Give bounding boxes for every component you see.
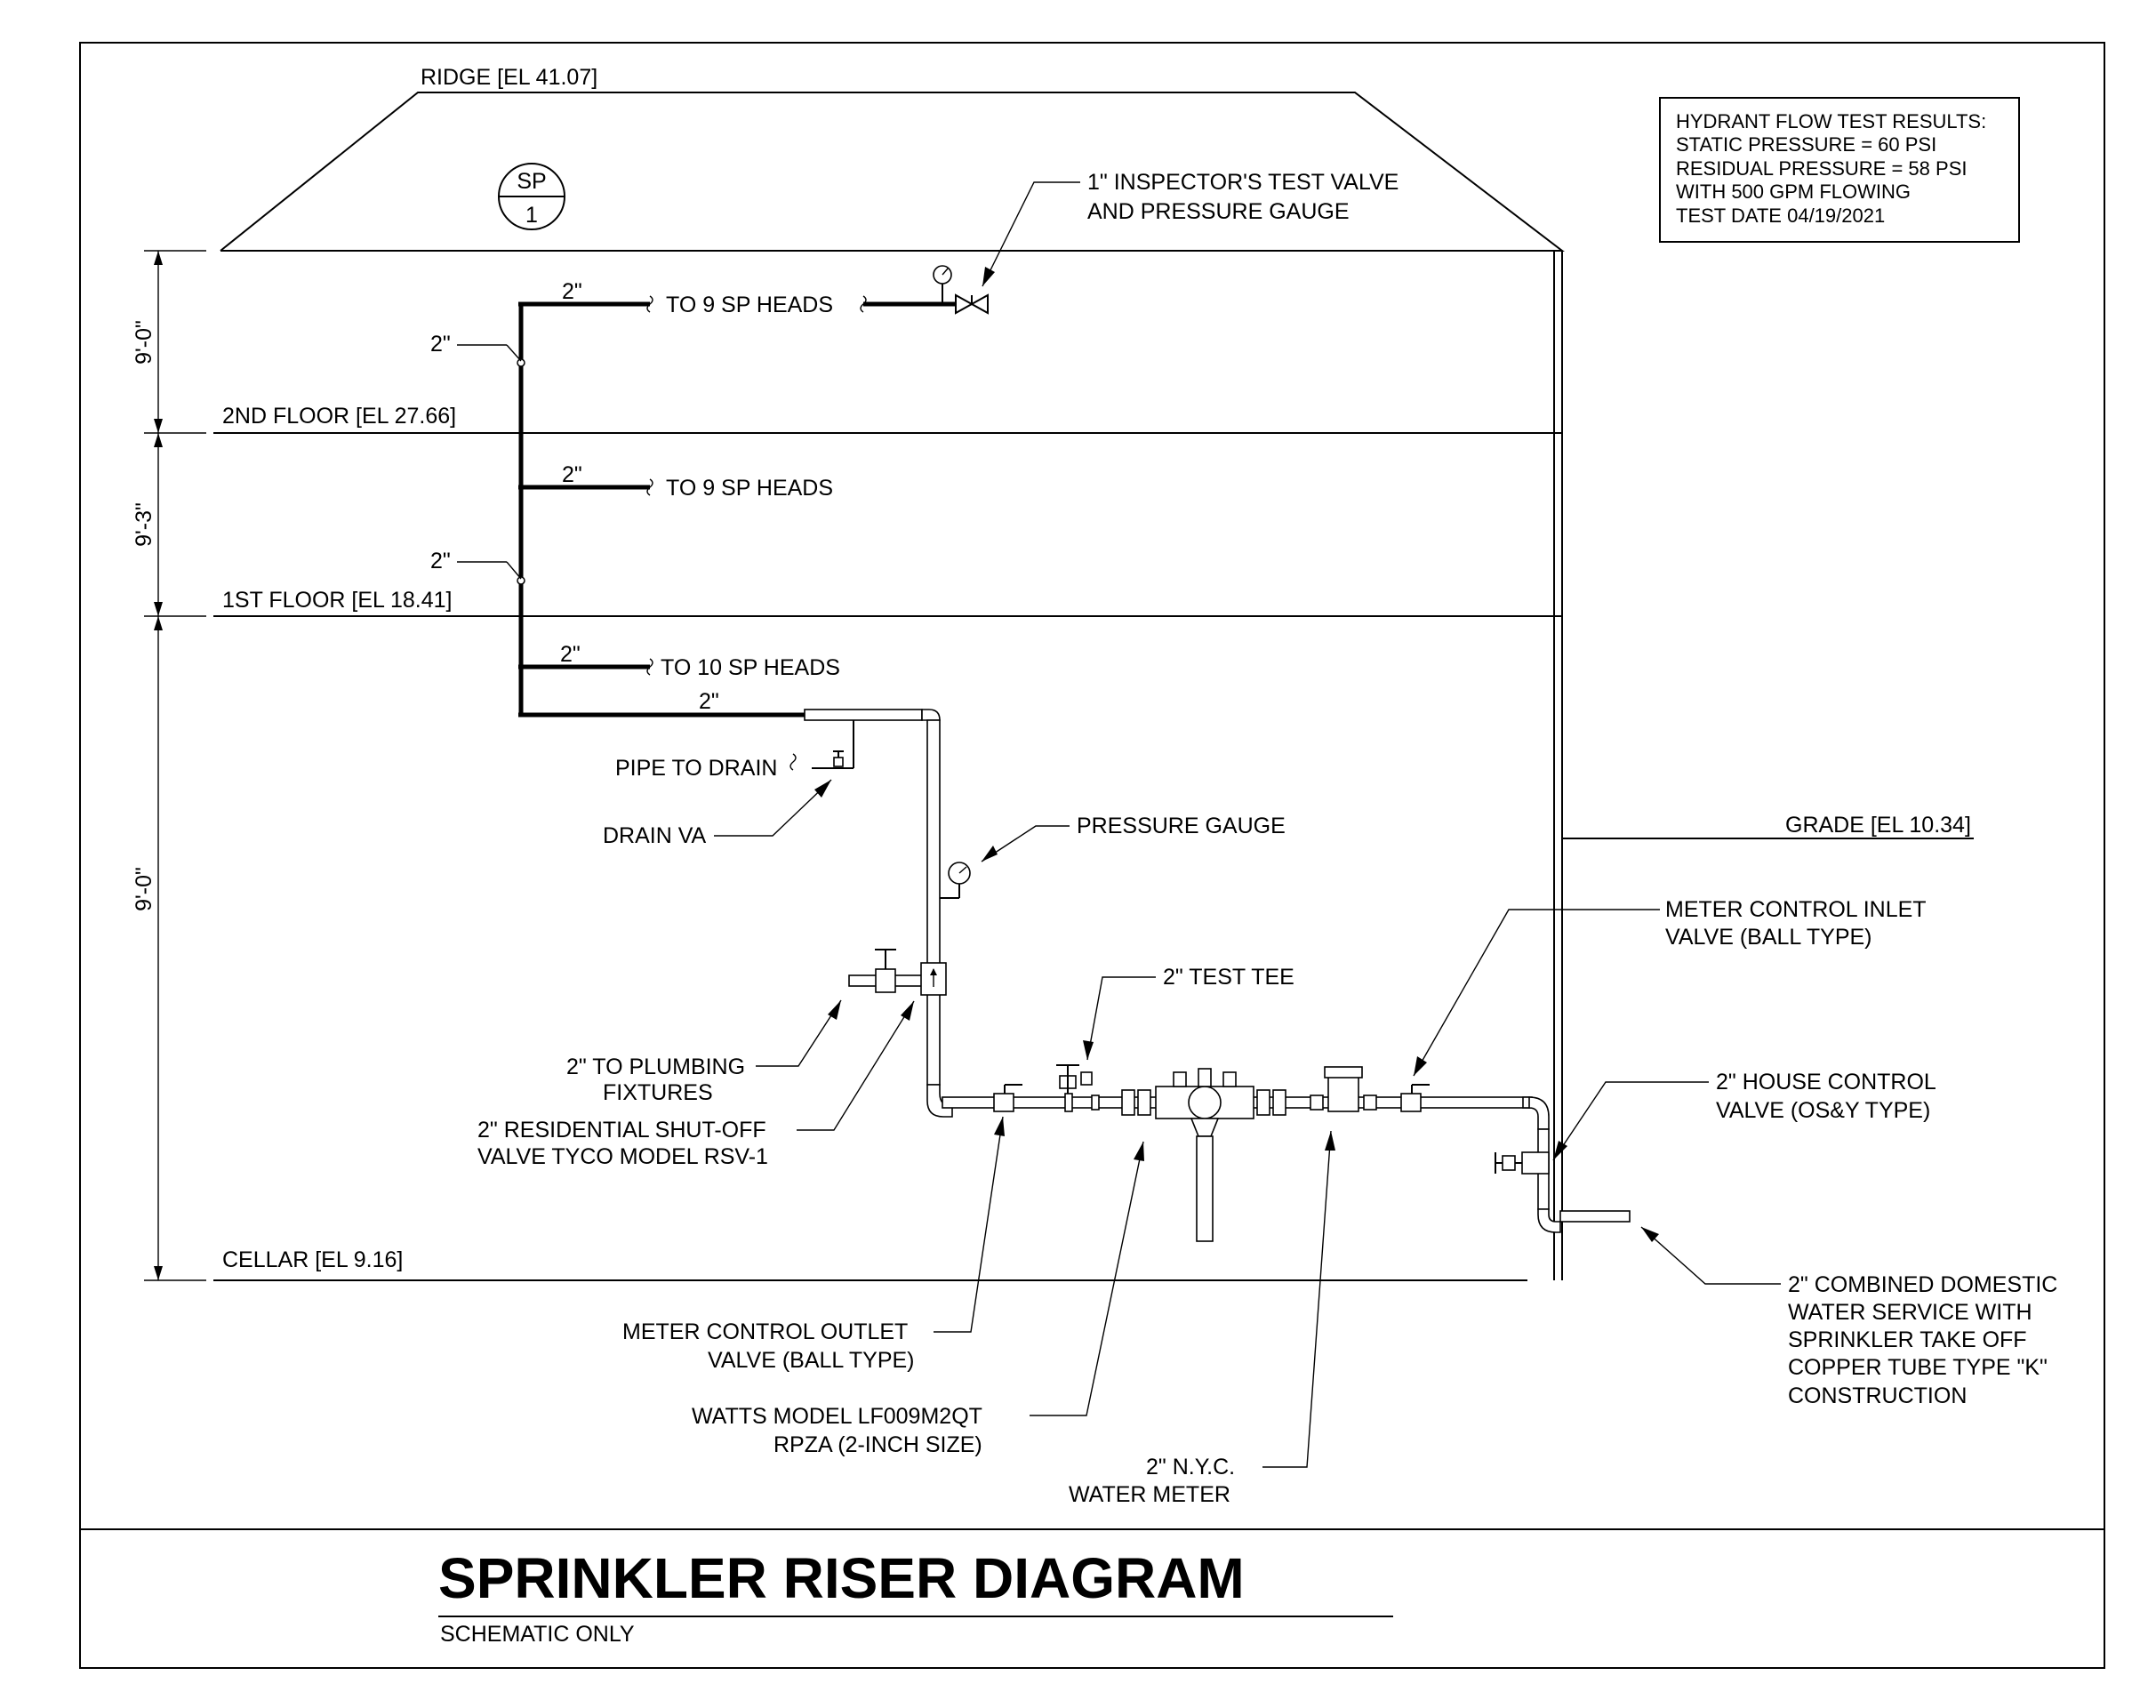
- meter-inlet-label-1: METER CONTROL INLET: [1665, 897, 1927, 922]
- drain-assembly: [804, 709, 941, 769]
- plumbing-label-1: 2" TO PLUMBING: [566, 1054, 745, 1079]
- ridge-label: RIDGE [EL 41.07]: [421, 65, 597, 90]
- size-main-run: 2": [699, 689, 719, 714]
- hydrant-line-1: HYDRANT FLOW TEST RESULTS:: [1676, 110, 1986, 132]
- grade-label: GRADE [EL 10.34]: [1785, 813, 1971, 838]
- branch-top-label: TO 9 SP HEADS: [666, 293, 833, 317]
- combined-service-label-3: SPRINKLER TAKE OFF: [1788, 1327, 2027, 1352]
- size-lower-riser: 2": [430, 549, 451, 573]
- drain-valve-label: DRAIN VA: [603, 823, 707, 848]
- diagram-subtitle: SCHEMATIC ONLY: [440, 1622, 635, 1647]
- meter-inlet-label-2: VALVE (BALL TYPE): [1665, 925, 1872, 950]
- sheet-border: [79, 42, 2105, 1669]
- second-floor-label: 2ND FLOOR [EL 27.66]: [222, 404, 456, 429]
- pipe-to-drain-label: PIPE TO DRAIN: [615, 756, 777, 781]
- shutoff-label-2: VALVE TYCO MODEL RSV-1: [477, 1144, 768, 1169]
- inspector-test-valve-symbol: [933, 265, 989, 315]
- inspector-valve-label-2: AND PRESSURE GAUGE: [1087, 199, 1350, 224]
- sp-tag: [498, 163, 565, 230]
- cellar-label: CELLAR [EL 9.16]: [222, 1247, 403, 1272]
- watts-label-2: RPZA (2-INCH SIZE): [773, 1432, 982, 1457]
- size-mid-branch: 2": [562, 462, 582, 487]
- building-outline: [213, 92, 1974, 1281]
- combined-service-label-2: WATER SERVICE WITH: [1788, 1300, 2032, 1325]
- watts-label-1: WATTS MODEL LF009M2QT: [692, 1404, 982, 1429]
- house-control-label-2: VALVE (OS&Y TYPE): [1716, 1098, 1930, 1123]
- branch-middle-label: TO 9 SP HEADS: [666, 476, 833, 501]
- house-control-label-1: 2" HOUSE CONTROL: [1716, 1070, 1936, 1095]
- first-floor-label: 1ST FLOOR [EL 18.41]: [222, 588, 452, 613]
- sprinkler-riser-pipe: [517, 301, 956, 718]
- dimension-bottom: 9'-0": [132, 867, 156, 911]
- water-meter-label-2: WATER METER: [1069, 1482, 1230, 1507]
- hydrant-line-4: WITH 500 GPM FLOWING: [1676, 180, 1911, 203]
- break-symbols: [646, 295, 867, 771]
- hydrant-test-box: [1659, 97, 2020, 243]
- combined-service-label-1: 2" COMBINED DOMESTIC: [1788, 1272, 2057, 1297]
- hydrant-line-5: TEST DATE 04/19/2021: [1676, 204, 1885, 227]
- water-meter-label-1: 2" N.Y.C.: [1146, 1455, 1235, 1479]
- combined-service-label-5: CONSTRUCTION: [1788, 1383, 1967, 1408]
- shutoff-label-1: 2" RESIDENTIAL SHUT-OFF: [477, 1118, 766, 1143]
- pressure-gauge-label: PRESSURE GAUGE: [1077, 814, 1286, 838]
- vertical-supply-pipe: [926, 719, 953, 1118]
- sp-tag-top: SP: [517, 169, 546, 194]
- plumbing-label-2: FIXTURES: [603, 1080, 713, 1105]
- meter-inlet-valve-symbol: [1400, 1084, 1430, 1112]
- house-control-valve-symbol: [1495, 1151, 1550, 1175]
- dimension-top: 9'-0": [132, 320, 156, 365]
- hydrant-line-3: RESIDUAL PRESSURE = 58 PSI: [1676, 157, 1967, 180]
- meter-outlet-label-2: VALVE (BALL TYPE): [708, 1348, 915, 1373]
- combined-service-label-4: COPPER TUBE TYPE "K": [1788, 1355, 2048, 1380]
- dimension-middle: 9'-3": [132, 502, 156, 547]
- size-low-branch: 2": [560, 642, 581, 667]
- pressure-gauge-symbol: [940, 862, 971, 899]
- dimension-lines: [144, 250, 206, 1281]
- meter-outlet-label-1: METER CONTROL OUTLET: [622, 1319, 908, 1344]
- diagram-title: SPRINKLER RISER DIAGRAM: [438, 1546, 1245, 1610]
- water-meter-symbol: [1310, 1066, 1377, 1112]
- test-tee-label: 2" TEST TEE: [1163, 965, 1294, 990]
- rpza-backflow-symbol: [1121, 1068, 1286, 1242]
- meter-outlet-valve-symbol: [993, 1084, 1073, 1112]
- test-tee-symbol: [1056, 1064, 1100, 1111]
- size-top-branch: 2": [562, 279, 582, 304]
- inspector-valve-label-1: 1" INSPECTOR'S TEST VALVE: [1087, 170, 1399, 195]
- sp-tag-bottom: 1: [525, 203, 538, 228]
- plumbing-branch-and-shutoff: [848, 949, 947, 996]
- branch-bottom-label: TO 10 SP HEADS: [661, 655, 840, 680]
- size-top-riser: 2": [430, 332, 451, 357]
- hydrant-line-2: STATIC PRESSURE = 60 PSI: [1676, 133, 1936, 156]
